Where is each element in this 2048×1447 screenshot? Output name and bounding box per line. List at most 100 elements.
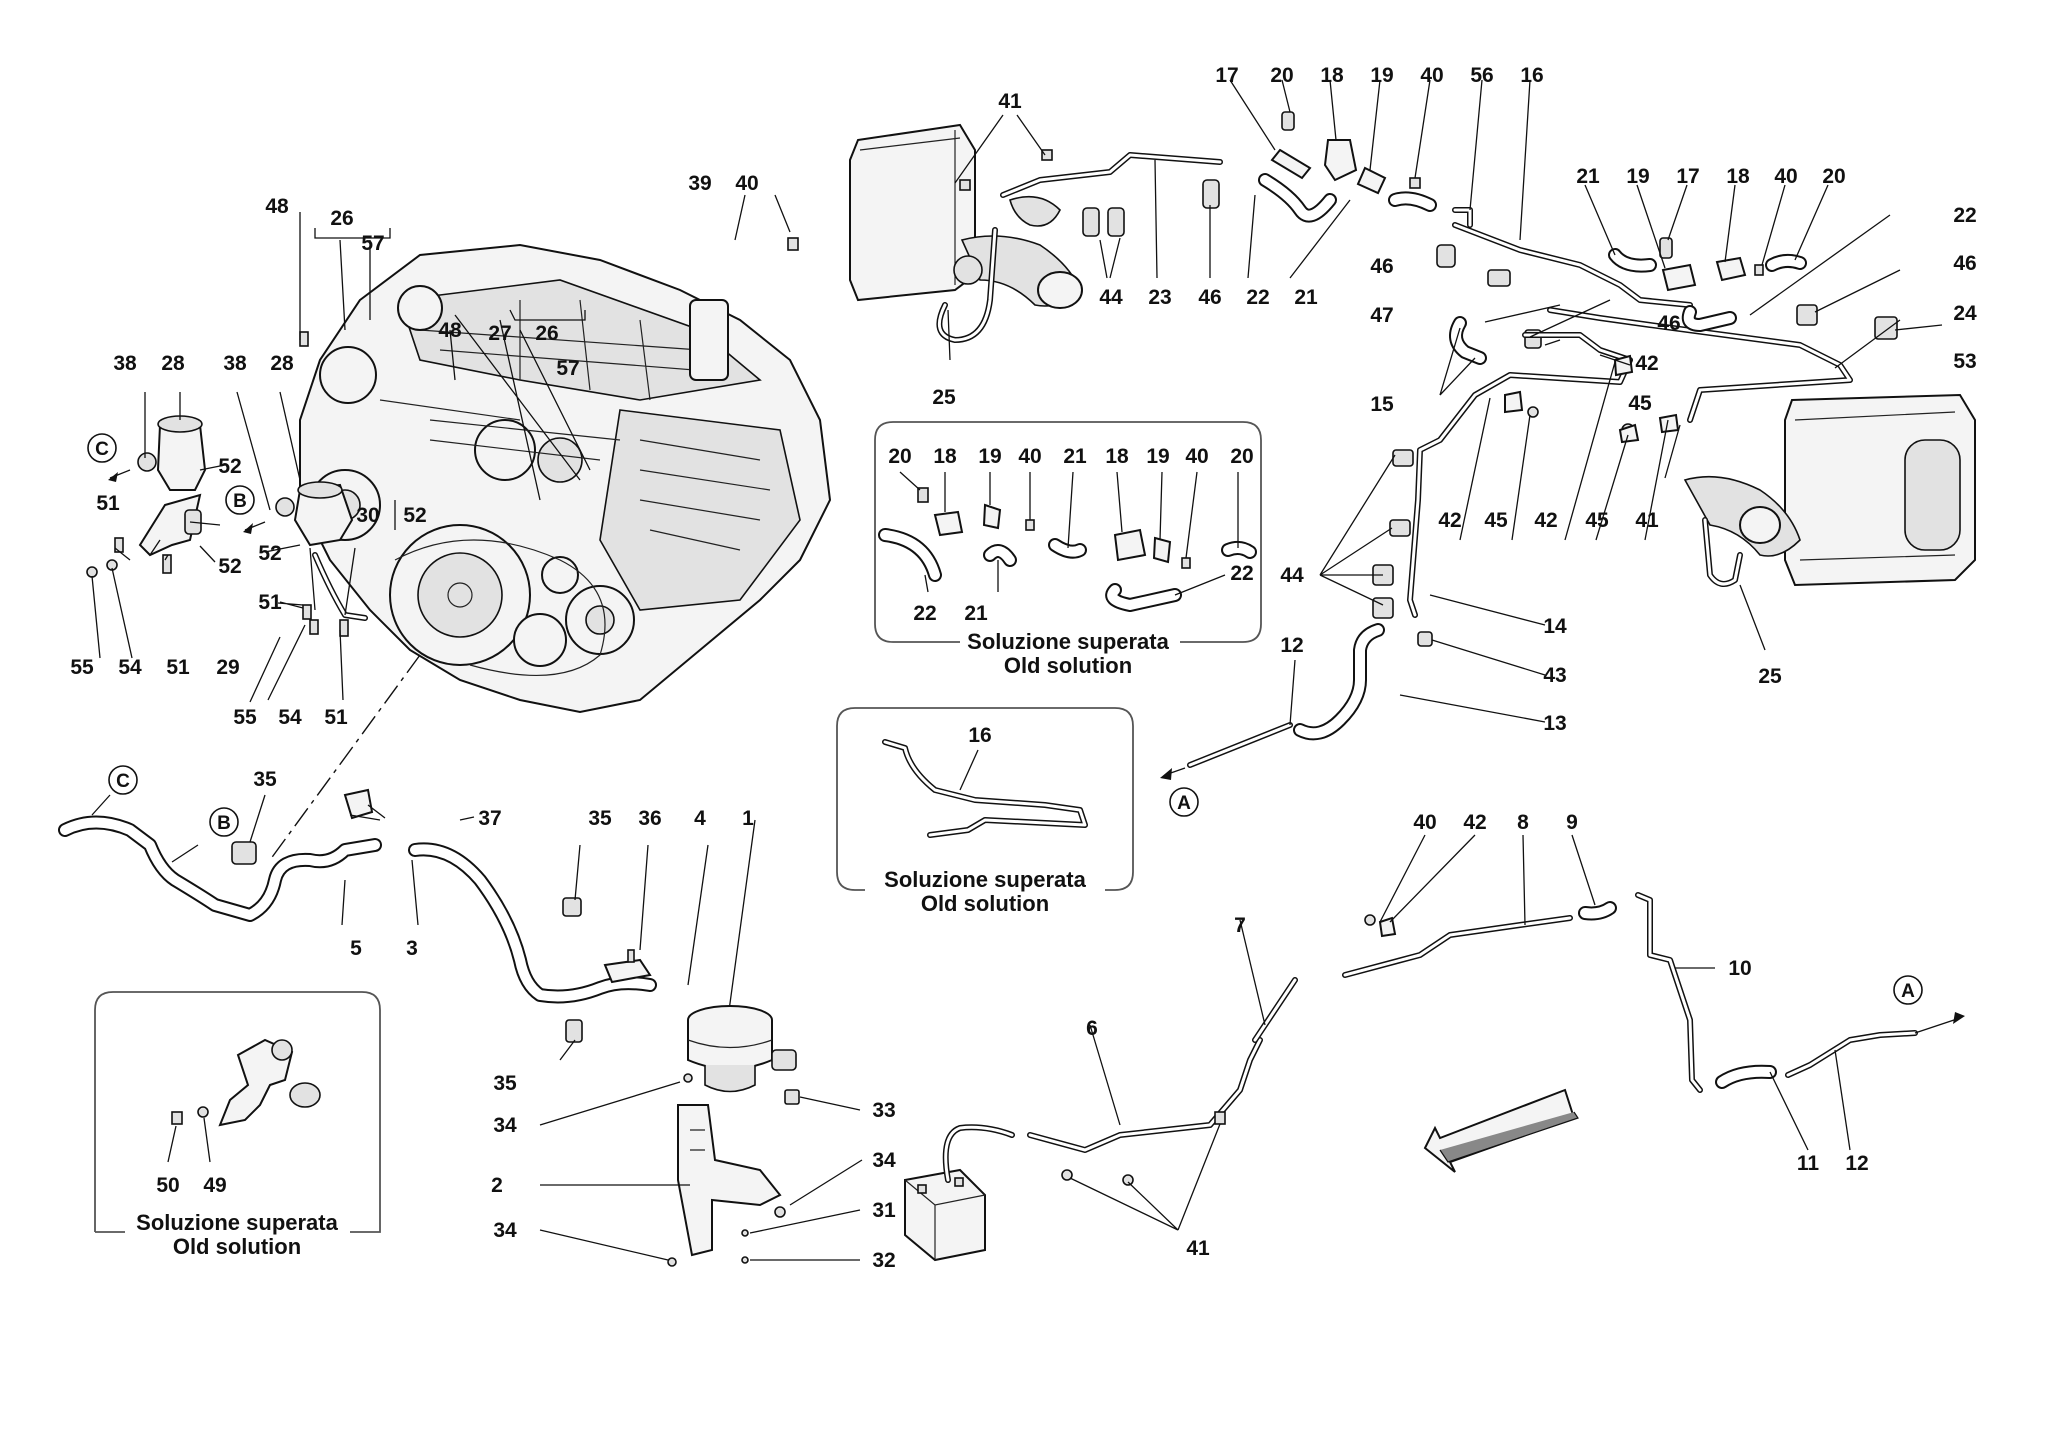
part-callout-40: 40 (1018, 445, 1041, 468)
part-callout-51: 51 (166, 656, 190, 679)
pipe-14 (1407, 332, 1633, 618)
part-callout-52: 52 (218, 555, 241, 578)
muffler-left-callouts: 41 39 40 44 23 46 22 21 25 (688, 90, 1351, 409)
part-callout-19: 19 (1370, 64, 1393, 87)
inset-old-solution-valve: 50 49 Soluzione superata Old solution (94, 991, 381, 1259)
inset-caption: Old solution (1004, 653, 1132, 678)
connection-ref-label-b: B (217, 813, 231, 834)
part-callout-2: 2 (491, 1174, 503, 1197)
clamps-35 (562, 897, 583, 1043)
valve-cluster-top (1258, 111, 1473, 228)
part-callout-54: 54 (118, 656, 142, 679)
part-callout-19: 19 (978, 445, 1001, 468)
part-callout-25: 25 (1758, 665, 1782, 688)
part-callout-40: 40 (1185, 445, 1208, 468)
part-callout-55: 55 (70, 656, 94, 679)
bracket-4 (603, 949, 652, 984)
part-callout-57: 57 (556, 357, 579, 380)
air-pump-1 (687, 1005, 800, 1105)
part-callout-44: 44 (1280, 564, 1304, 587)
part-callout-12: 12 (1280, 634, 1303, 657)
connection-ref-label-a: A (1177, 793, 1191, 814)
part-callout-19: 19 (1146, 445, 1169, 468)
part-callout-44: 44 (1099, 286, 1123, 309)
part-callout-19: 19 (1626, 165, 1649, 188)
hose-5 (58, 815, 382, 922)
part-callout-21: 21 (1063, 445, 1087, 468)
connection-ref-b-lower: B (171, 807, 239, 863)
part-callout-24: 24 (1953, 302, 1977, 325)
part-callout-3: 3 (406, 937, 418, 960)
part-callout-41: 41 (1186, 1237, 1210, 1260)
part-callout-18: 18 (1726, 165, 1750, 188)
right-upper-callouts: 21 19 17 18 40 20 22 46 24 53 46 46 47 1… (1370, 165, 1977, 416)
part-callout-43: 43 (1543, 664, 1566, 687)
part-callout-10: 10 (1728, 957, 1751, 980)
part-callout-48: 48 (265, 195, 289, 218)
part-callout-45: 45 (1628, 392, 1652, 415)
part-callout-1: 1 (742, 807, 754, 830)
part-callout-13: 13 (1543, 712, 1566, 735)
part-callout-52: 52 (403, 504, 426, 527)
part-callout-51: 51 (324, 706, 348, 729)
part-callout-22: 22 (1230, 562, 1253, 585)
right-muffler-callouts: 42 45 42 45 41 42 45 25 (1438, 352, 1782, 688)
engine-callouts: 26 57 48 48 27 26 57 38 28 38 28 52 51 5… (70, 195, 591, 729)
part-callout-21: 21 (964, 602, 988, 625)
bracket-2 (667, 1073, 786, 1267)
part-callout-16: 16 (1520, 64, 1543, 87)
part-callout-18: 18 (1105, 445, 1129, 468)
part-callout-54: 54 (278, 706, 302, 729)
clamp-37 (343, 788, 374, 820)
pipe-12-upper (1187, 722, 1293, 768)
connection-ref-a-mid: A (1160, 767, 1199, 817)
part-callout-30: 30 (356, 504, 379, 527)
part-callout-52: 52 (218, 455, 241, 478)
inset-caption-en: Old solution (173, 1234, 301, 1259)
connection-ref-label-c: C (116, 771, 130, 792)
inset-old-solution-pipe16: 16 Soluzione superata Old solution (836, 707, 1134, 916)
part-callout-23: 23 (1148, 286, 1171, 309)
part-callout-46: 46 (1198, 286, 1221, 309)
top-valve-callouts: 17 20 18 19 40 56 16 (1215, 64, 1544, 241)
part-callout-7: 7 (1234, 914, 1246, 937)
part-callout-42: 42 (1635, 352, 1658, 375)
inset-caption: Soluzione superata (967, 629, 1169, 654)
muffler-left (849, 123, 1083, 343)
part-callout-34: 34 (872, 1149, 896, 1172)
pipe-run-lower (1027, 892, 1918, 1186)
muffler-right (1683, 393, 1976, 587)
part-callout-39: 39 (688, 172, 711, 195)
direction-arrow (1423, 1088, 1579, 1173)
pipe-24 (1547, 307, 1853, 423)
part-callout-20: 20 (1270, 64, 1293, 87)
part-callout-12: 12 (1845, 1152, 1868, 1175)
part-callout-50: 50 (156, 1174, 179, 1197)
connection-ref-label-c: C (95, 439, 109, 460)
part-callout-40: 40 (1420, 64, 1443, 87)
inset-caption: Soluzione superata (884, 867, 1086, 892)
bracket-29 (138, 493, 202, 557)
part-callout-11: 11 (1797, 1152, 1820, 1175)
part-callout-27: 27 (488, 322, 511, 345)
part-callout-45: 45 (1484, 509, 1508, 532)
part-callout-15: 15 (1370, 393, 1394, 416)
part-callout-5: 5 (350, 937, 362, 960)
top-right-valves (1608, 237, 1898, 340)
part-callout-29: 29 (216, 656, 239, 679)
part-callout-41: 41 (998, 90, 1022, 113)
inset-caption-it: Soluzione superata (136, 1210, 338, 1235)
part-callout-53: 53 (1953, 350, 1976, 373)
part-callout-16: 16 (968, 724, 991, 747)
part-callout-34: 34 (493, 1219, 517, 1242)
part-callout-35: 35 (493, 1072, 517, 1095)
part-callout-34: 34 (493, 1114, 517, 1137)
part-callout-17: 17 (1676, 165, 1699, 188)
part-callout-52: 52 (258, 542, 281, 565)
part-callout-45: 45 (1585, 509, 1609, 532)
part-callout-55: 55 (233, 706, 257, 729)
part-callout-6: 6 (1086, 1017, 1098, 1040)
part-callout-37: 37 (478, 807, 501, 830)
part-callout-4: 4 (694, 807, 706, 830)
